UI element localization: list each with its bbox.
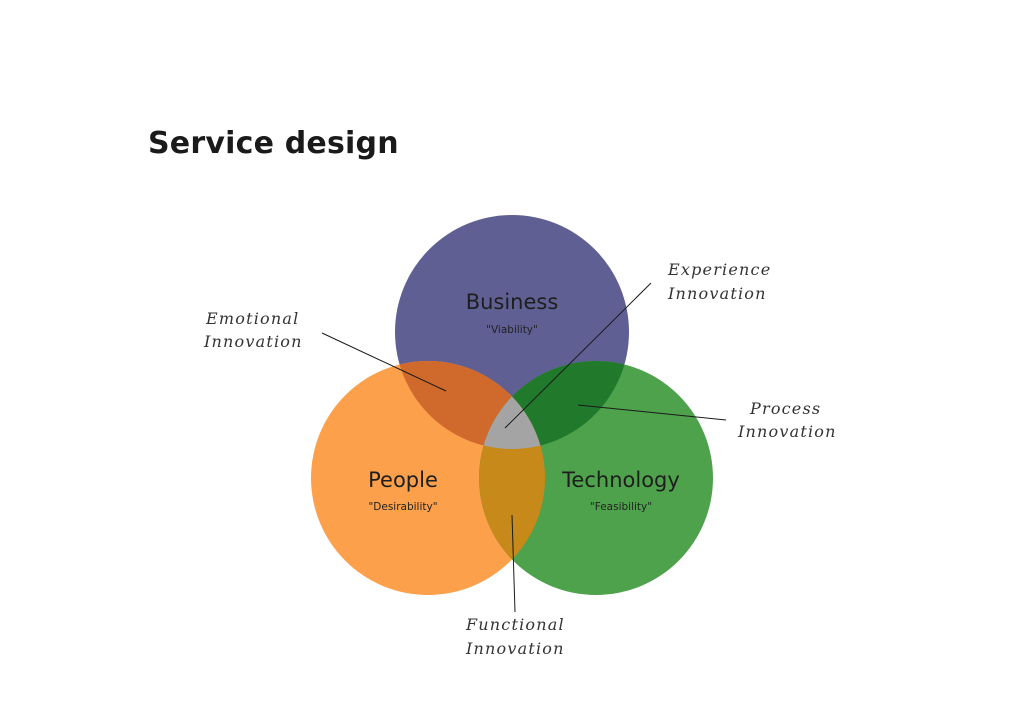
experience-innovation-line1: Experience — [667, 260, 771, 279]
functional-innovation-line2: Innovation — [465, 639, 565, 658]
technology-quality: "Feasibility" — [590, 501, 652, 513]
process-leader-line — [577, 404, 727, 421]
business-label: Business — [466, 290, 559, 314]
page-title: Service design — [148, 126, 399, 161]
experience-innovation-line2: Innovation — [667, 284, 767, 303]
process-innovation-line1: Process — [749, 399, 821, 418]
people-quality: "Desirability" — [368, 501, 437, 513]
business-people-overlap — [395, 361, 545, 449]
emotional-innovation-line2: Innovation — [203, 332, 303, 351]
business-quality: "Viability" — [486, 324, 538, 336]
process-innovation-line2: Innovation — [737, 422, 837, 441]
functional-innovation-line1: Functional — [465, 615, 565, 634]
emotional-innovation-line1: Emotional — [205, 309, 299, 328]
people-label: People — [368, 468, 438, 492]
technology-label: Technology — [561, 468, 680, 492]
functional-leader-line — [511, 514, 516, 613]
emotional-leader-line — [321, 332, 447, 392]
experience-leader-line — [504, 282, 652, 429]
business-technology-overlap — [479, 361, 629, 449]
